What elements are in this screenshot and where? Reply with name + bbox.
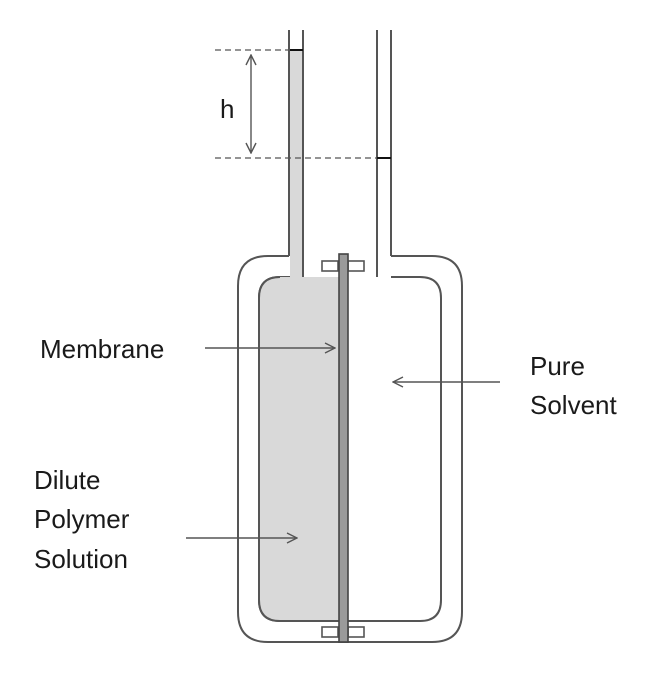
membrane-label: Membrane — [40, 334, 164, 364]
bottom-seal-left — [321, 626, 339, 638]
solution-label-line1: Dilute — [34, 465, 100, 495]
pure-solvent-label-line2: Solvent — [530, 390, 617, 420]
solution-label-line3: Solution — [34, 544, 128, 574]
pure-solvent-label-line1: Pure — [530, 351, 585, 381]
membrane — [338, 253, 349, 643]
bottom-seal-right — [347, 626, 365, 638]
solution-label-line2: Polymer — [34, 504, 130, 534]
left-capillary-column — [290, 50, 303, 277]
height-label: h — [220, 94, 234, 124]
top-seal-right — [347, 260, 365, 272]
vessel-outer-wall — [237, 255, 463, 643]
solution-fill — [259, 277, 339, 621]
top-seal-left — [321, 260, 339, 272]
solution-boundary — [258, 276, 339, 622]
